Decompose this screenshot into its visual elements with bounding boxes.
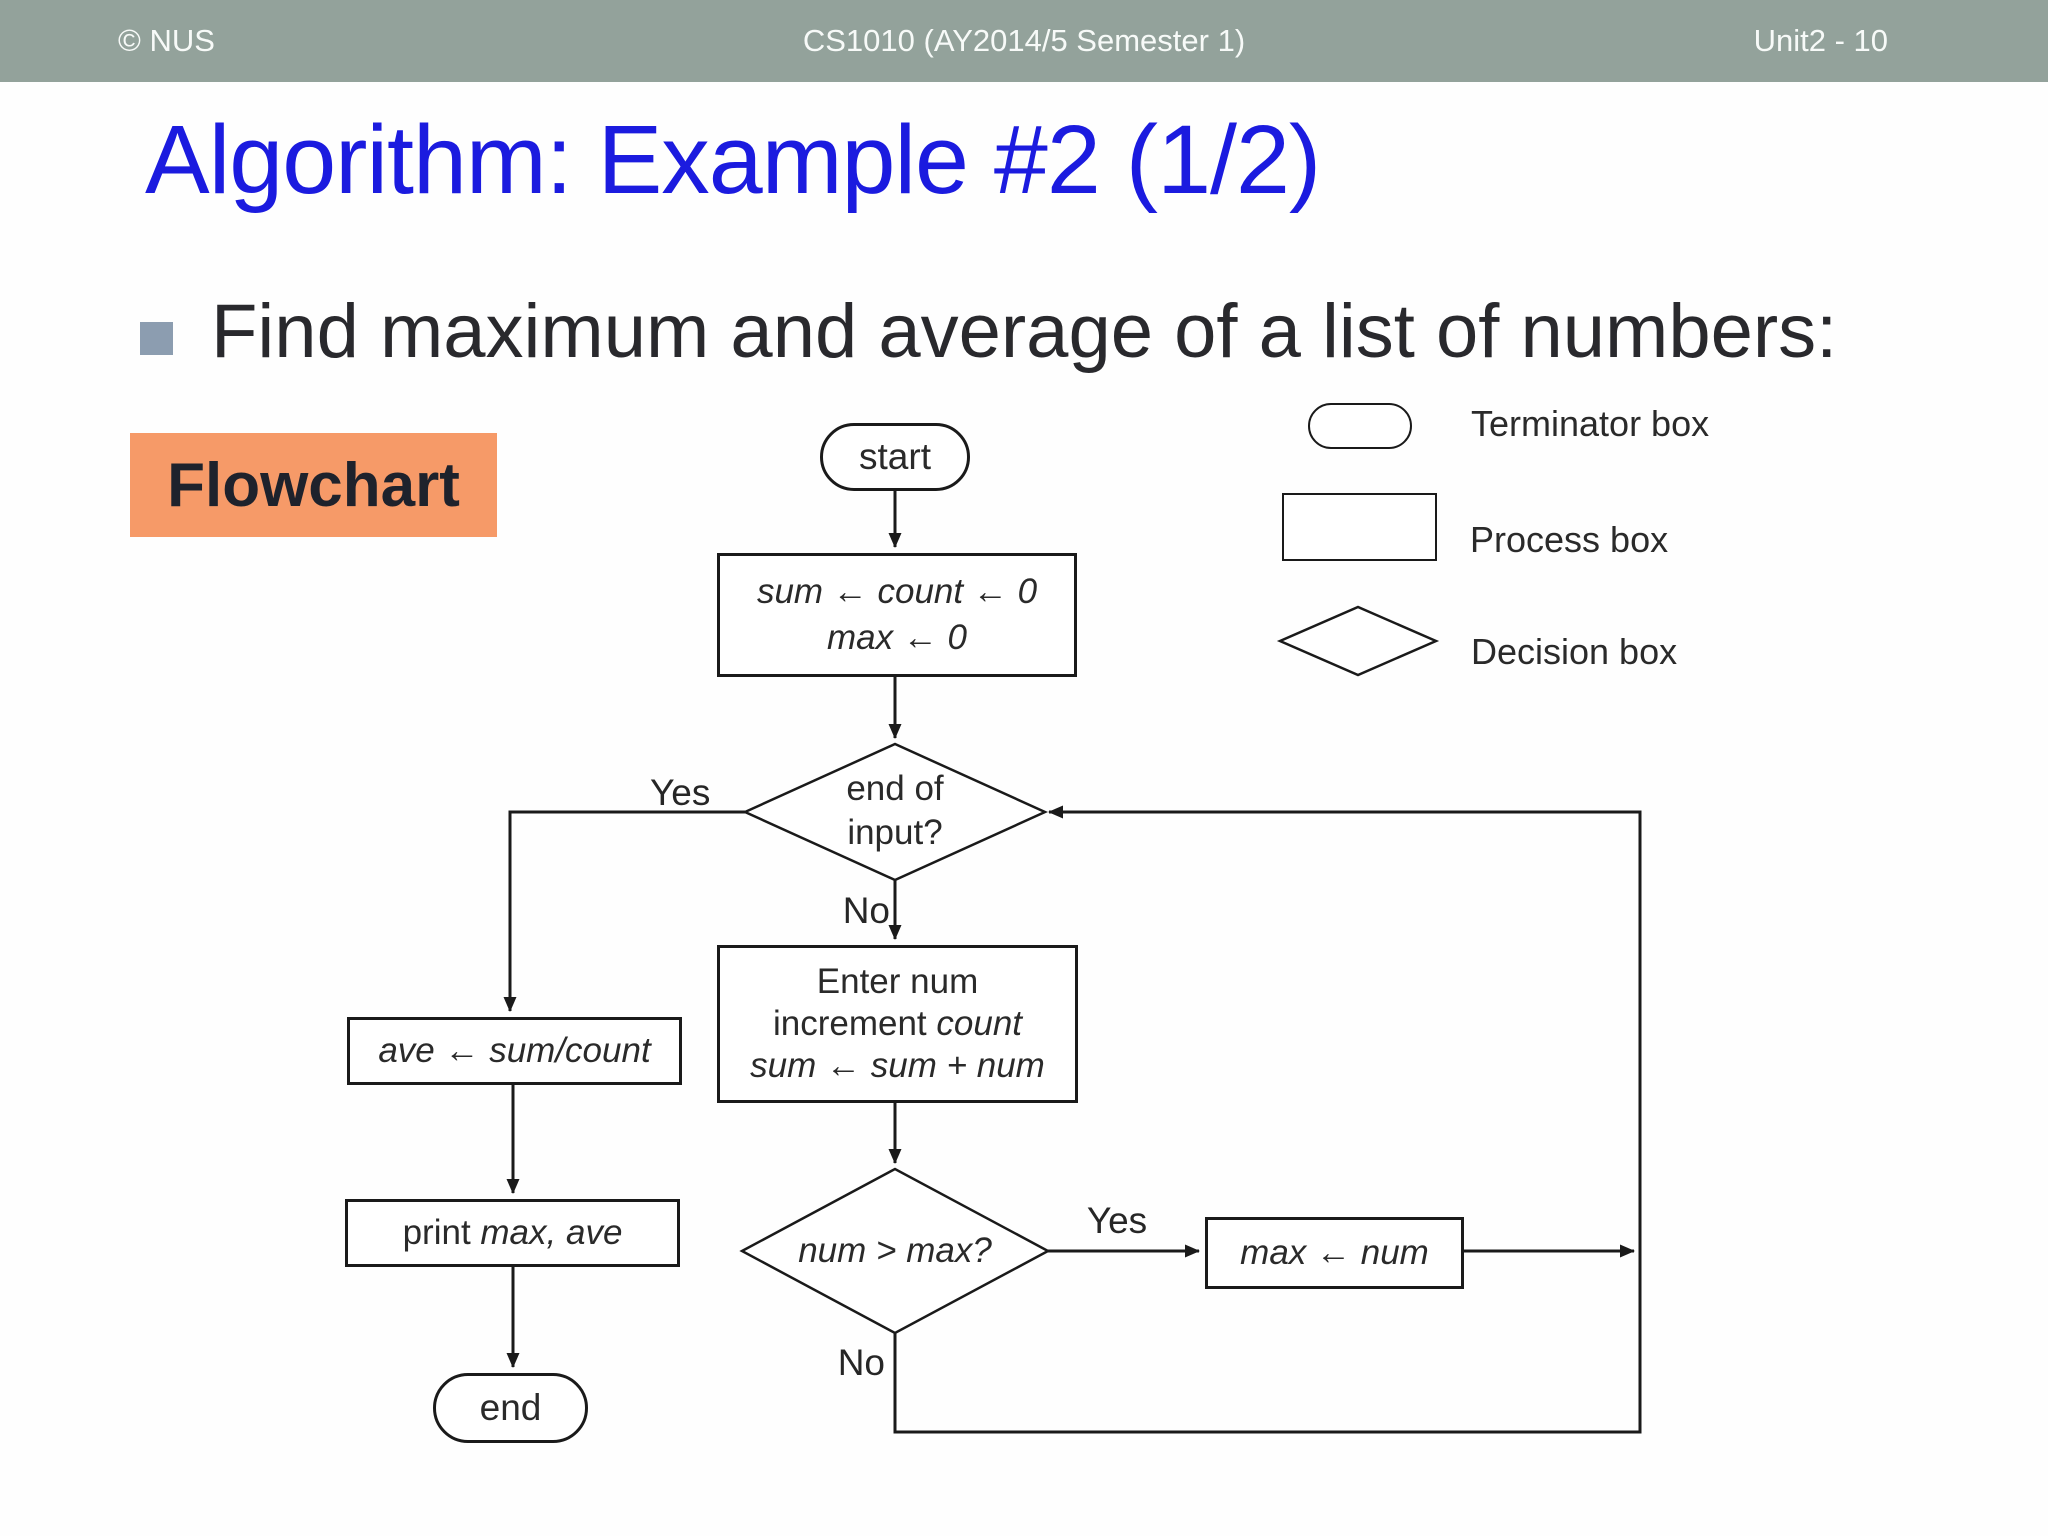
legend-decision-label: Decision box <box>1471 631 1678 672</box>
init-process-node: sum ← count ← 0 max ← 0 <box>717 553 1077 677</box>
legend-decision-shape <box>1276 605 1440 677</box>
decision1-line2: input? <box>847 813 943 852</box>
ave-process-node: ave ← sum/count <box>347 1017 682 1085</box>
header-unit-page: Unit2 - 10 <box>1753 23 1888 58</box>
max-num-process-node: max ← num <box>1205 1217 1464 1289</box>
edge-label-no-1: No <box>842 890 890 931</box>
enter-num-process-node: Enter num increment count sum ← sum + nu… <box>717 945 1078 1103</box>
decision-num-max-text: num > max? <box>745 1229 1045 1273</box>
decision-num-max-shape <box>739 1167 1051 1335</box>
print-process-node: print max, ave <box>345 1199 680 1267</box>
legend-terminator-shape <box>1308 403 1412 449</box>
edge-label-no-2: No <box>837 1342 885 1383</box>
decision-end-of-input-text: end of input? <box>795 767 995 855</box>
enter-line: Enter num <box>816 962 979 1001</box>
page-title: Algorithm: Example #2 (1/2) <box>145 105 1321 214</box>
flowchart-tag: Flowchart <box>130 433 497 537</box>
end-node: end <box>433 1373 588 1443</box>
bullet-text: Find maximum and average of a list of nu… <box>211 289 1838 374</box>
bullet-row: Find maximum and average of a list of nu… <box>140 288 1837 375</box>
arrow-loop-back <box>893 805 1642 1434</box>
legend-process-shape <box>1282 493 1437 561</box>
decision2-line: num > max? <box>798 1231 992 1270</box>
end-label: end <box>479 1387 542 1428</box>
edge-label-yes-2: Yes <box>1086 1200 1148 1241</box>
start-node: start <box>820 423 970 491</box>
bullet-square-icon <box>140 322 173 355</box>
ave-line: ave ← sum/count <box>378 1031 651 1070</box>
edge-label-yes-1: Yes <box>650 772 711 813</box>
decision1-line1: end of <box>846 769 944 808</box>
enter-line: sum ← sum + num <box>750 1046 1045 1085</box>
legend-process-label: Process box <box>1470 519 1669 560</box>
init-line: sum ← count ← 0 <box>756 572 1038 611</box>
print-line: print max, ave <box>402 1213 623 1252</box>
header-bar: © NUS CS1010 (AY2014/5 Semester 1) Unit2… <box>0 0 2048 82</box>
init-line: max ← 0 <box>826 618 968 657</box>
header-copyright: © NUS <box>118 23 215 58</box>
start-label: start <box>859 436 931 477</box>
flowchart-tag-label: Flowchart <box>167 450 460 520</box>
enter-line: increment count <box>772 1004 1023 1043</box>
legend-terminator-label: Terminator box <box>1471 403 1710 444</box>
max-num-line: max ← num <box>1240 1233 1429 1272</box>
arrow-yes-to-ave <box>503 810 745 1012</box>
decision-end-of-input-shape <box>741 742 1049 882</box>
header-course: CS1010 (AY2014/5 Semester 1) <box>802 23 1246 58</box>
